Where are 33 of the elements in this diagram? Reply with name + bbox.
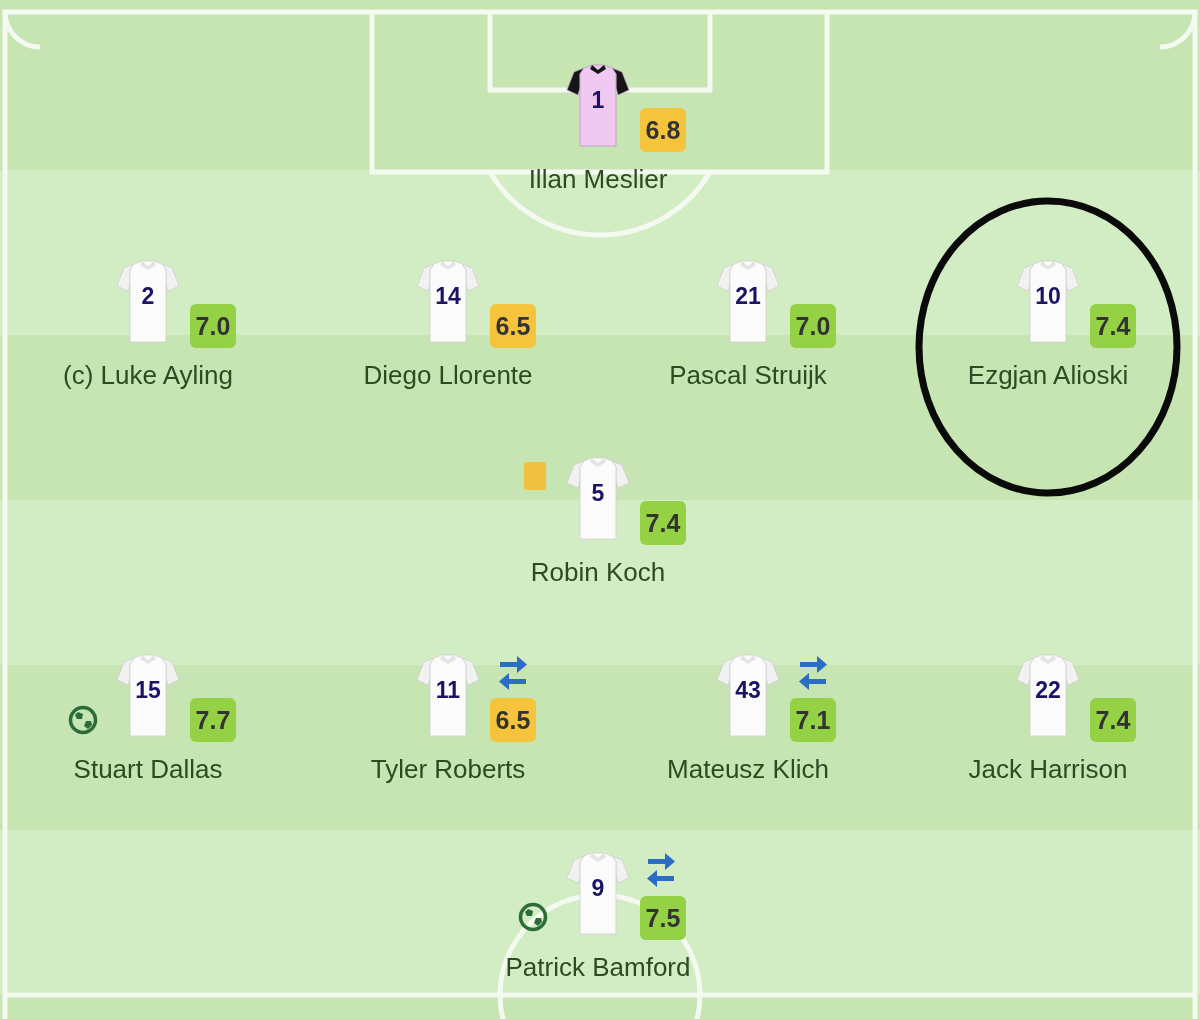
shirt-number: 11 bbox=[435, 677, 461, 703]
rating-badge: 7.4 bbox=[1090, 304, 1136, 348]
player-name: Patrick Bamford bbox=[505, 951, 691, 984]
rating-badge: 7.4 bbox=[640, 501, 686, 545]
shirt-number: 9 bbox=[591, 875, 605, 901]
player-name: Diego Llorente bbox=[363, 359, 533, 392]
player-name: Pascal Struijk bbox=[669, 359, 827, 392]
rating-badge: 6.5 bbox=[490, 304, 536, 348]
shirt-number: 10 bbox=[1035, 283, 1061, 309]
shirt-number: 2 bbox=[141, 283, 155, 309]
shirt-number: 43 bbox=[735, 677, 761, 703]
player-name: Robin Koch bbox=[530, 556, 666, 589]
rating-badge: 7.0 bbox=[790, 304, 836, 348]
rating-badge: 6.8 bbox=[640, 108, 686, 152]
rating-badge: 6.5 bbox=[490, 698, 536, 742]
rating-badge: 7.5 bbox=[640, 896, 686, 940]
shirt-number: 1 bbox=[591, 87, 605, 113]
rating-badge: 7.0 bbox=[190, 304, 236, 348]
player-name: Stuart Dallas bbox=[73, 753, 223, 786]
player-name: Tyler Roberts bbox=[370, 753, 526, 786]
shirt-number: 14 bbox=[435, 283, 461, 309]
shirt-number: 22 bbox=[1035, 677, 1061, 703]
player-name: (c) Luke Ayling bbox=[62, 359, 234, 392]
shirt-number: 5 bbox=[591, 480, 605, 506]
rating-badge: 7.4 bbox=[1090, 698, 1136, 742]
player-name: Ezgjan Alioski bbox=[967, 359, 1129, 392]
player-name: Mateusz Klich bbox=[667, 753, 829, 786]
player-name: Jack Harrison bbox=[968, 753, 1128, 786]
rating-badge: 7.7 bbox=[190, 698, 236, 742]
player-name: Illan Meslier bbox=[528, 163, 668, 196]
shirt-number: 15 bbox=[135, 677, 161, 703]
shirt-number: 21 bbox=[735, 283, 761, 309]
rating-badge: 7.1 bbox=[790, 698, 836, 742]
